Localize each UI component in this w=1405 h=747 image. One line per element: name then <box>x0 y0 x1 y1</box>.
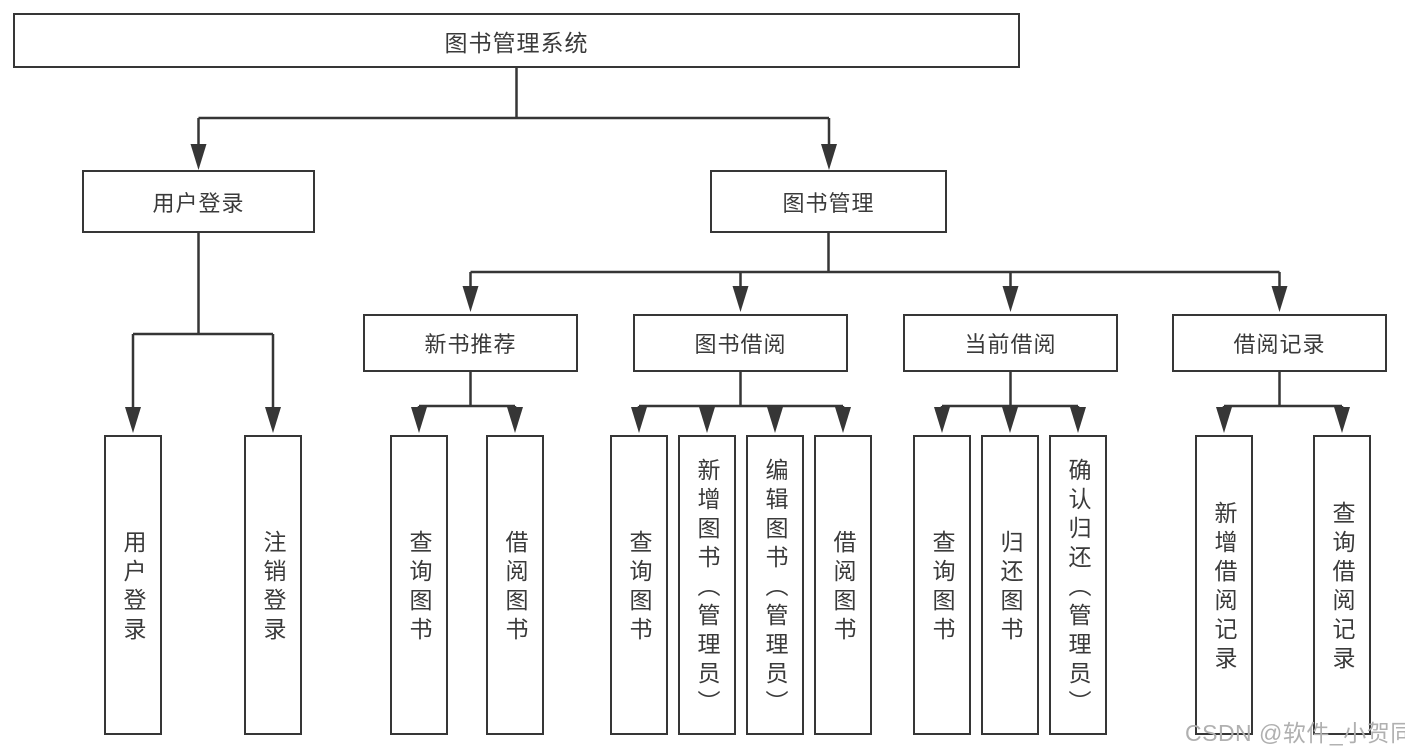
leaf-label: 借阅图书 <box>502 530 528 646</box>
arrowheads <box>125 144 1350 433</box>
connector-user-login-to-leaves <box>131 233 275 409</box>
leaf-label: 借阅图书 <box>830 530 856 646</box>
connector-new-book-to-leaves <box>417 372 517 410</box>
node-new-book-recommend: 新书推荐 <box>363 314 578 372</box>
leaf-edit-book-admin: 编辑图书（管理员） <box>746 435 804 735</box>
leaf-label: 查询图书 <box>626 530 652 646</box>
node-current-borrowing: 当前借阅 <box>903 314 1118 372</box>
leaf-query-books-borrowing: 查询图书 <box>610 435 668 735</box>
leaf-borrow-books: 借阅图书 <box>814 435 872 735</box>
leaf-add-borrow-record: 新增借阅记录 <box>1195 435 1253 735</box>
leaf-add-book-admin: 新增图书（管理员） <box>678 435 736 735</box>
leaf-label: 归还图书 <box>997 530 1023 646</box>
connector-book-mgmt-to-level2 <box>469 233 1281 288</box>
node-user-login-branch: 用户登录 <box>82 170 315 233</box>
connector-book-borrow-to-leaves <box>637 372 845 410</box>
leaf-user-login: 用户登录 <box>104 435 162 735</box>
leaf-borrow-books-recommend: 借阅图书 <box>486 435 544 735</box>
leaf-query-borrow-record: 查询借阅记录 <box>1313 435 1371 735</box>
node-label: 图书管理 <box>782 190 875 216</box>
leaf-label: 新增图书（管理员） <box>694 457 720 719</box>
node-library-system: 图书管理系统 <box>13 13 1020 68</box>
node-book-management-branch: 图书管理 <box>710 170 947 233</box>
leaf-query-books-recommend: 查询图书 <box>390 435 448 735</box>
node-label: 当前借阅 <box>964 332 1057 357</box>
connector-current-borrow-to-leaves <box>940 372 1080 410</box>
node-label: 新书推荐 <box>424 332 517 357</box>
leaf-label: 查询图书 <box>929 530 955 646</box>
node-label: 借阅记录 <box>1233 332 1326 357</box>
connector-borrow-records-to-leaves <box>1222 372 1344 410</box>
connector-root-to-branches <box>197 68 831 146</box>
leaf-label: 新增借阅记录 <box>1211 501 1237 675</box>
node-borrowing-records: 借阅记录 <box>1172 314 1387 372</box>
node-label: 用户登录 <box>152 190 245 216</box>
leaf-label: 确认归还（管理员） <box>1065 457 1091 719</box>
node-label: 图书借阅 <box>694 332 787 357</box>
node-book-borrowing: 图书借阅 <box>633 314 848 372</box>
watermark: CSDN @软件_小贺同学 <box>1185 720 1405 746</box>
leaf-label: 编辑图书（管理员） <box>762 457 788 719</box>
leaf-label: 查询图书 <box>406 530 432 646</box>
leaf-label: 查询借阅记录 <box>1329 501 1355 675</box>
node-label: 图书管理系统 <box>444 29 589 56</box>
leaf-confirm-return-admin: 确认归还（管理员） <box>1049 435 1107 735</box>
leaf-label: 注销登录 <box>260 530 286 646</box>
leaf-return-books: 归还图书 <box>981 435 1039 735</box>
leaf-label: 用户登录 <box>120 530 146 646</box>
leaf-logout: 注销登录 <box>244 435 302 735</box>
leaf-query-books-current: 查询图书 <box>913 435 971 735</box>
